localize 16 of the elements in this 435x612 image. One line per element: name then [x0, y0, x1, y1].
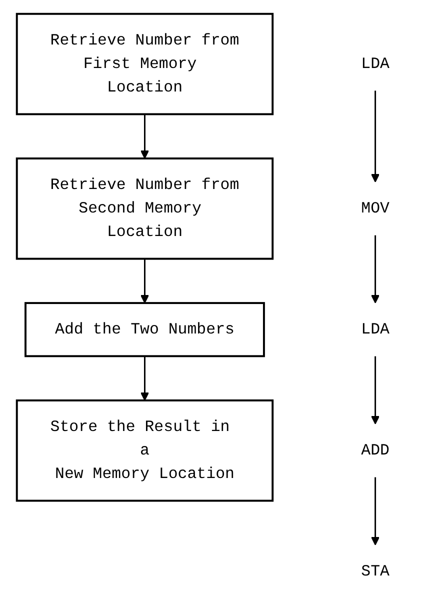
arrow	[140, 356, 149, 401]
node-text: ADD	[360, 442, 390, 460]
node-box: Store the Result in a New Memory Location	[15, 399, 274, 502]
node-text: STA	[360, 562, 390, 580]
arrow	[370, 356, 380, 424]
node-text: LDA	[360, 320, 390, 338]
arrow	[370, 235, 380, 304]
node-box: Add the Two Numbers	[24, 302, 265, 358]
arrow	[140, 114, 149, 159]
node-box: Retrieve Number from Second Memory Location	[15, 157, 274, 260]
arrow	[140, 258, 149, 304]
node-box: Retrieve Number from First Memory Location	[15, 12, 274, 116]
arrow	[370, 477, 380, 546]
node-text: MOV	[360, 200, 390, 218]
arrow	[370, 90, 380, 182]
node-text: LDA	[360, 55, 390, 73]
